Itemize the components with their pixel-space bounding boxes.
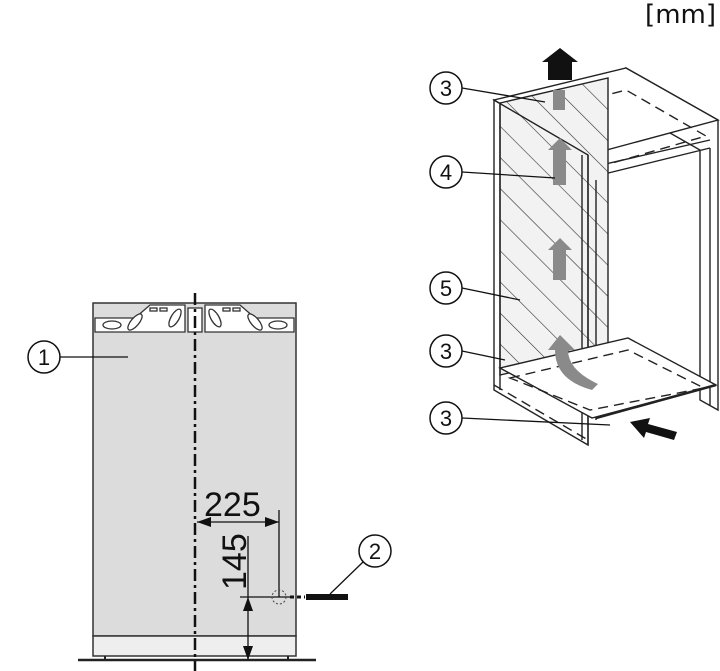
svg-text:3: 3: [440, 339, 452, 364]
socket-position-marker: [271, 589, 287, 605]
callout-3-bottom: [429, 401, 463, 435]
dimension-vertical: 145: [216, 533, 254, 590]
svg-text:5: 5: [440, 276, 452, 301]
callout-3-top: [429, 71, 463, 105]
svg-text:2: 2: [369, 539, 381, 564]
airflow-arrow-up: [548, 238, 572, 280]
callout-2: [358, 534, 392, 568]
air-inlet-arrow: [630, 418, 677, 440]
air-outlet-arrow: [542, 48, 578, 80]
cabinet-ventilation-view: [461, 48, 720, 447]
callout-3-middle: [429, 334, 463, 368]
svg-text:1: 1: [38, 345, 50, 370]
appliance-front-view: 225 145 1 2: [27, 293, 392, 671]
svg-text:3: 3: [440, 76, 452, 101]
dimension-horizontal: 225: [204, 486, 261, 524]
callout-4: [429, 155, 463, 189]
unit-label: [mm]: [645, 0, 716, 30]
cabinet-callouts: 3 4 5 3 3: [429, 71, 463, 435]
svg-text:4: 4: [440, 160, 452, 185]
airflow-arrow-curved: [548, 335, 598, 390]
svg-text:3: 3: [440, 406, 452, 431]
callout-1: [27, 340, 61, 374]
airflow-arrow-up: [548, 138, 572, 185]
power-socket: [306, 594, 348, 600]
callout-5: [429, 271, 463, 305]
